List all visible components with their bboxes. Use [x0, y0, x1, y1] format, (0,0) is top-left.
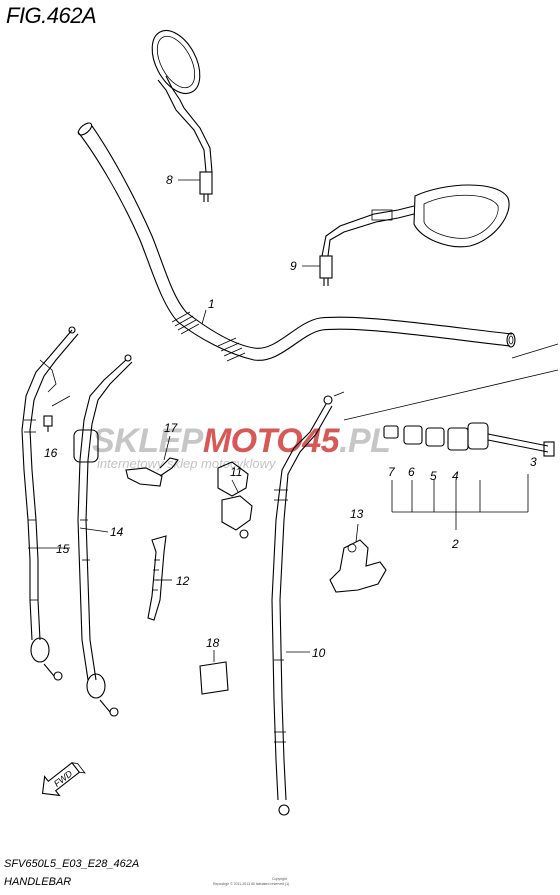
- figure-name: HANDLEBAR: [4, 876, 72, 888]
- balancer-spacer: [425, 427, 445, 447]
- part-label-17: 17: [164, 421, 179, 435]
- clutch-cable-10: [271, 391, 345, 816]
- clamp-11: [217, 461, 253, 539]
- bar-end-leaders: [343, 343, 559, 421]
- balancer-collar: [403, 425, 423, 445]
- svg-text:SKLEPMOTO45.PL: SKLEPMOTO45.PL: [92, 422, 390, 460]
- bar-end-parts: [383, 422, 555, 530]
- clamp-17: [125, 457, 179, 487]
- part-labels: 8 9 1 16 15 14 17 11 12 13 18 10 7 6 5 4…: [44, 173, 537, 660]
- watermark-part3: 45: [301, 422, 340, 460]
- part-label-18: 18: [206, 636, 220, 650]
- bracket-13: [329, 539, 387, 593]
- left-mirror: [151, 29, 213, 202]
- copyright-heading: Copyright: [272, 877, 287, 881]
- balancer-weight: [447, 427, 469, 451]
- watermark-subtitle: internetowy sklep motocyklowy: [97, 456, 277, 471]
- part-label-16: 16: [44, 446, 58, 460]
- leader-lines: [28, 179, 359, 662]
- copyright-text: Repostrgh © 2011-2013 All fabuated reser…: [213, 882, 290, 886]
- part-label-2: 2: [451, 537, 459, 551]
- part-label-15: 15: [56, 542, 70, 556]
- fwd-arrow-icon: FWD: [41, 762, 86, 797]
- part-label-1: 1: [208, 297, 215, 311]
- figure-code: SFV650L5_E03_E28_462A: [4, 858, 140, 870]
- part-label-10: 10: [312, 646, 326, 660]
- watermark-suffix: .PL: [339, 422, 390, 460]
- cable-bolt-16: [43, 395, 71, 432]
- balancer-nut: [383, 425, 399, 439]
- part-label-5: 5: [430, 469, 437, 483]
- right-mirror: [319, 184, 510, 286]
- label-sticker-18: [199, 661, 229, 695]
- balancer-bolt: [467, 422, 555, 457]
- part-label-11: 11: [230, 465, 242, 479]
- handlebar: [77, 122, 516, 362]
- part-label-12: 12: [176, 574, 190, 588]
- part-label-8: 8: [166, 173, 173, 187]
- watermark: SKLEPMOTO45.PL internetowy sklep motocyk…: [92, 422, 391, 471]
- throttle-cable-14: [73, 354, 133, 717]
- watermark-part1: SKLEP: [92, 422, 204, 460]
- fwd-label: FWD: [52, 768, 75, 789]
- part-label-3: 3: [530, 455, 537, 469]
- part-label-6: 6: [408, 465, 415, 479]
- figure-title: FIG.462A: [6, 3, 97, 28]
- cable-tie-12: [147, 535, 167, 621]
- knurl-left: [171, 311, 200, 335]
- part-label-9: 9: [290, 259, 297, 273]
- part-label-7: 7: [388, 465, 396, 479]
- watermark-part2: MOTO: [203, 422, 302, 460]
- throttle-cable-15: [21, 326, 79, 681]
- part-label-4: 4: [452, 469, 459, 483]
- part-label-13: 13: [350, 507, 364, 521]
- knurl-right: [217, 337, 246, 362]
- part-label-14: 14: [110, 525, 124, 539]
